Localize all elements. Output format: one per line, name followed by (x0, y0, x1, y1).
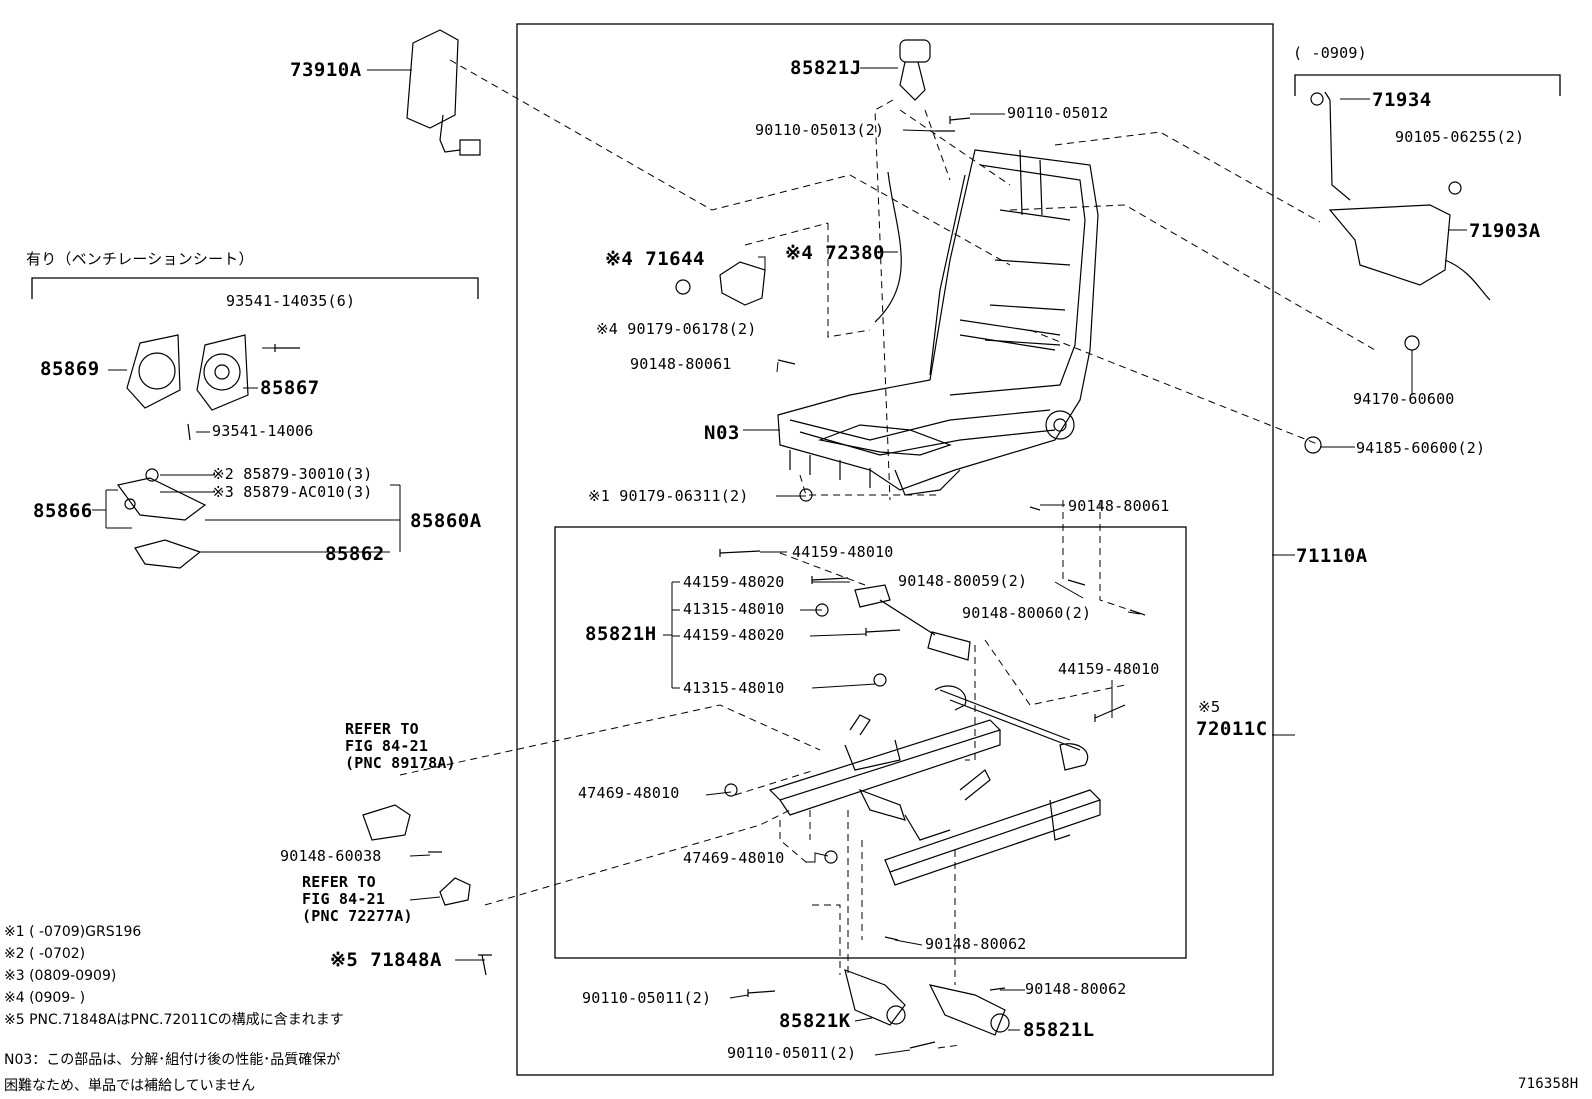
label-85821L: 85821L (1023, 1019, 1095, 1041)
note-3: ※3 (0809-0909) (4, 968, 117, 984)
label-85821K: 85821K (779, 1010, 851, 1032)
note-4: ※4 (0909- ) (4, 990, 86, 1006)
label-85869: 85869 (40, 358, 100, 380)
label-94170-60600: 94170-60600 (1353, 390, 1455, 408)
label-85860A: 85860A (410, 510, 482, 532)
label-90179-06178: ※4 90179-06178(2) (596, 320, 757, 338)
label-90148-80061-bottom: 90148-80061 (1068, 497, 1170, 515)
label-47469-48010-bottom: 47469-48010 (683, 849, 785, 867)
dashed-lines (399, 59, 1376, 1049)
label-71903A: 71903A (1469, 220, 1541, 242)
label-73910A: 73910A (290, 59, 362, 81)
track-assembly-frame (554, 526, 1187, 959)
label-44159-48020-top: 44159-48020 (683, 573, 785, 591)
label-90110-05012: 90110-05012 (1007, 104, 1109, 122)
label-72011C: 72011C (1196, 718, 1268, 740)
label-90110-05011-bottom: 90110-05011(2) (727, 1044, 857, 1062)
label-ventilation-header: 有り（ベンチレーションシート） (26, 250, 254, 268)
label-90148-80060: 90148-80060(2) (962, 604, 1092, 622)
label-85879-AC010: ※3 85879-AC010(3) (212, 483, 373, 501)
note-N03-line1: N03：この部品は、分解･組付け後の性能･品質確保が (4, 1052, 341, 1068)
label-note5-mark: ※5 (1198, 698, 1221, 716)
label-47469-48010-left: 47469-48010 (578, 784, 680, 802)
label-44159-48010-top: 44159-48010 (792, 543, 894, 561)
label-90110-05013: 90110-05013(2) (755, 121, 885, 139)
label-71848A: ※5 71848A (330, 949, 442, 971)
refer2-line2: FIG 84-21 (302, 890, 386, 908)
label-90148-80062-right: 90148-80062 (1025, 980, 1127, 998)
label-90148-60038: 90148-60038 (280, 847, 382, 865)
label-90105-06255: 90105-06255(2) (1395, 128, 1525, 146)
seat-track-drawing (768, 685, 1102, 886)
label-90179-06311: ※1 90179-06311(2) (588, 487, 749, 505)
label-85867: 85867 (260, 377, 320, 399)
label-85862: 85862 (325, 543, 385, 565)
refer2-line1: REFER TO (302, 873, 376, 891)
label-71110A: 71110A (1296, 545, 1368, 567)
refer1-line2: FIG 84-21 (345, 737, 429, 755)
label-90148-80061-top: 90148-80061 (630, 355, 732, 373)
seat-frame-drawing (777, 149, 1099, 496)
label-44159-48020-bottom: 44159-48020 (683, 626, 785, 644)
label-N03: N03 (704, 422, 740, 444)
label-90110-05011-left: 90110-05011(2) (582, 989, 712, 1007)
label-71644: ※4 71644 (605, 248, 705, 270)
label-71934: 71934 (1372, 89, 1432, 111)
label-85821H: 85821H (585, 623, 657, 645)
label-85866: 85866 (33, 500, 93, 522)
label-90148-80059: 90148-80059(2) (898, 572, 1028, 590)
label-41315-48010-bottom: 41315-48010 (683, 679, 785, 697)
label-93541-14006: 93541-14006 (212, 422, 314, 440)
refer1-line1: REFER TO (345, 720, 419, 738)
label-85821J: 85821J (790, 57, 862, 79)
refer2-line3: (PNC 72277A) (302, 907, 413, 925)
label-85879-30010: ※2 85879-30010(3) (212, 465, 373, 483)
main-assembly-frame (516, 23, 1274, 1076)
label-0909-range: ( -0909) (1293, 44, 1367, 62)
refer1-line3: (PNC 89178A) (345, 754, 456, 772)
label-94185-60600: 94185-60600(2) (1356, 439, 1486, 457)
ventilation-bracket (31, 277, 479, 299)
parts-drawing (116, 29, 1491, 1049)
option-bracket (1294, 74, 1561, 96)
label-44159-48010-right: 44159-48010 (1058, 660, 1160, 678)
note-1: ※1 ( -0709)GRS196 (4, 924, 142, 940)
label-41315-48010-top: 41315-48010 (683, 600, 785, 618)
label-90148-80062-mid: 90148-80062 (925, 935, 1027, 953)
note-5: ※5 PNC.71848AはPNC.72011Cの構成に含まれます (4, 1012, 344, 1028)
note-2: ※2 ( -0702) (4, 946, 86, 962)
label-72380: ※4 72380 (785, 242, 885, 264)
leader-lines (92, 67, 1467, 1056)
note-N03-line2: 困難なため、単品では補給していません (4, 1078, 256, 1094)
figure-number: 716358H (1518, 1076, 1579, 1092)
label-93541-14035: 93541-14035(6) (226, 292, 356, 310)
